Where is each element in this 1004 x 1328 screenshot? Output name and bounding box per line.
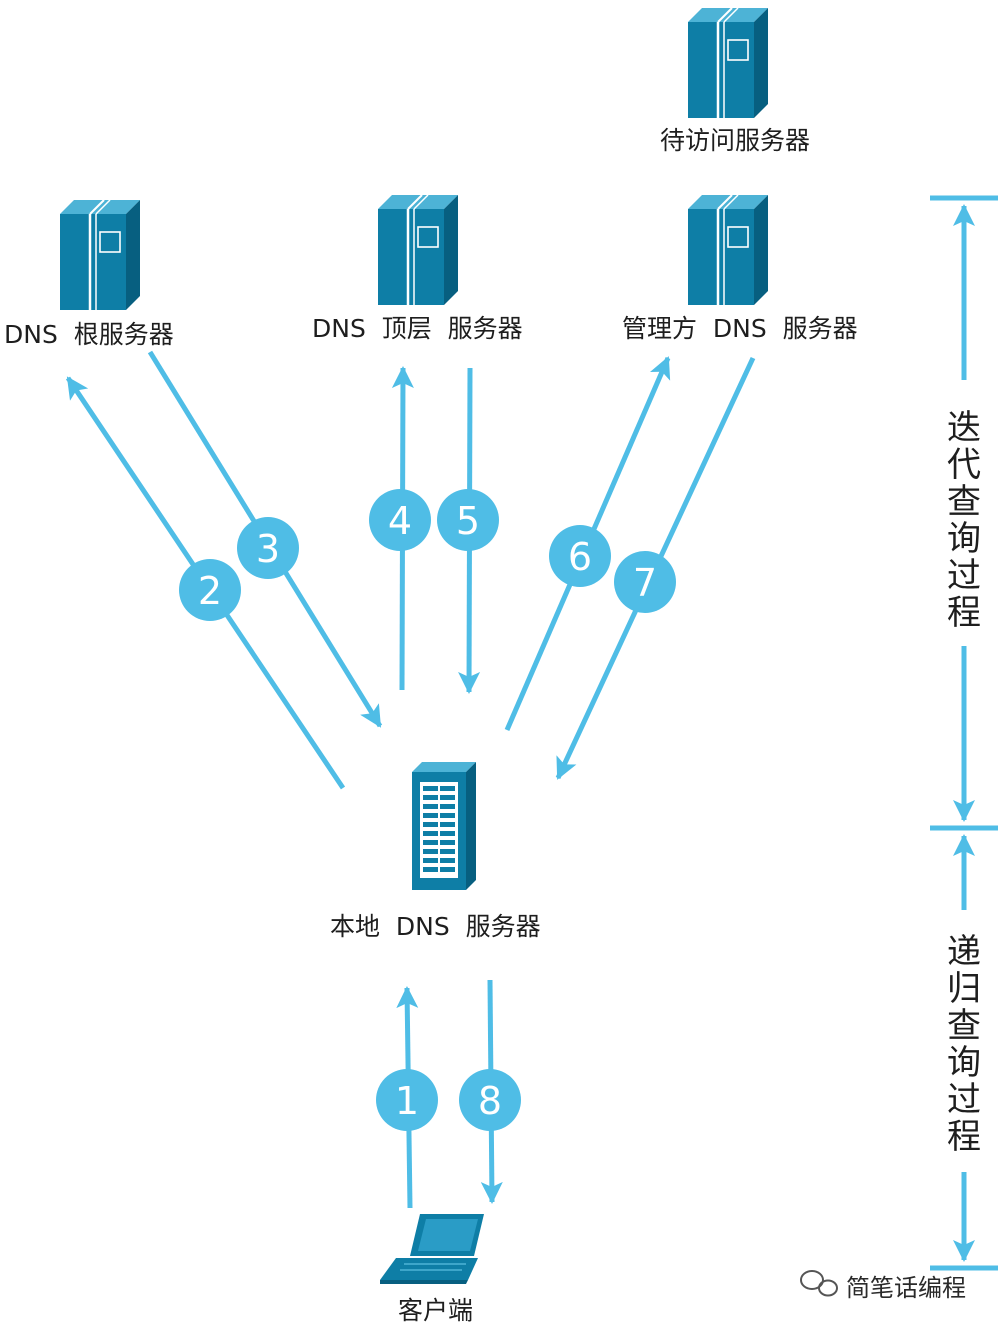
step-number-4: 4: [388, 499, 412, 543]
root-server-icon: [58, 198, 142, 312]
step-badge-3: [237, 517, 299, 579]
step-number-5: 5: [456, 499, 480, 543]
step-number-6: 6: [568, 535, 592, 579]
client-label: 客户端: [398, 1296, 474, 1325]
step-number-1: 1: [395, 1079, 419, 1123]
iterative-phase-label: 迭代查询过程: [947, 408, 981, 633]
tld-server-icon: [376, 193, 460, 307]
step-badge-2: [179, 559, 241, 621]
step-number-2: 2: [198, 569, 222, 613]
step-badge-6: [549, 525, 611, 587]
wechat-icon: [800, 1270, 838, 1297]
target-server-icon: [686, 6, 770, 120]
target-server-label: 待访问服务器: [660, 126, 811, 155]
authoritative-server-icon: [686, 193, 770, 307]
root-server-label: DNS 根服务器: [4, 320, 174, 349]
step-number-3: 3: [256, 527, 280, 571]
recursive-phase-label: 递归查询过程: [947, 932, 981, 1157]
client-laptop-icon: [380, 1214, 484, 1284]
tld-server-label: DNS 顶层 服务器: [312, 314, 523, 343]
step-badge-5: [437, 489, 499, 551]
authoritative-server-label: 管理方 DNS 服务器: [622, 314, 858, 343]
step-badge-8: [459, 1069, 521, 1131]
local-dns-server-icon: [412, 762, 476, 890]
step-number-8: 8: [478, 1079, 502, 1123]
local-server-label: 本地 DNS 服务器: [330, 912, 541, 941]
step-badge-7: [614, 551, 676, 613]
step-badge-1: [376, 1069, 438, 1131]
step-number-7: 7: [633, 561, 657, 605]
step-badge-4: [369, 489, 431, 551]
watermark-text: 简笔话编程: [846, 1274, 966, 1302]
